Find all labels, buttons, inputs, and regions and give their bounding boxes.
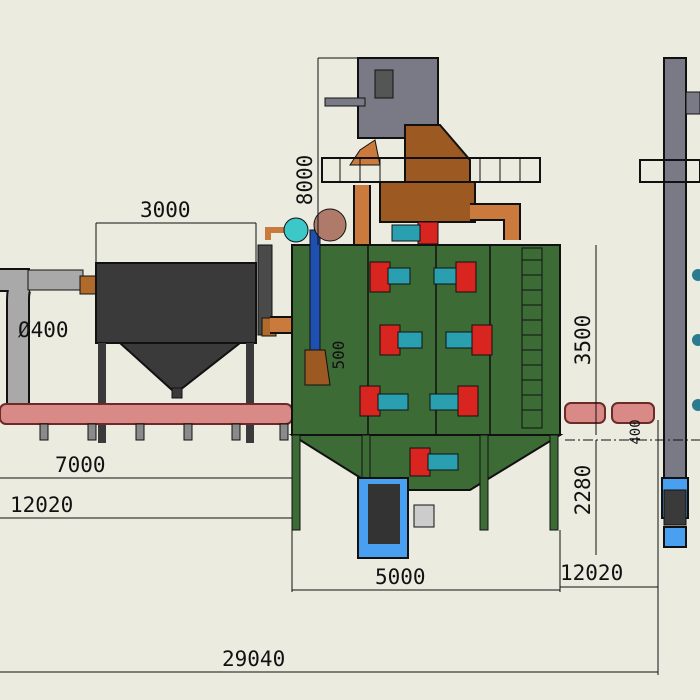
dim-overall-height: 8000 — [293, 155, 317, 206]
dim-dust-collector-width: 3000 — [140, 198, 191, 222]
dim-total-length: 29040 — [222, 647, 285, 671]
turbine — [409, 447, 459, 477]
turbine — [429, 385, 479, 417]
elevator-head — [321, 57, 541, 223]
dim-base-height: 2280 — [571, 465, 595, 516]
dim-conveyor-length: 7000 — [55, 453, 106, 477]
turbine — [379, 324, 423, 356]
turbine — [369, 261, 411, 293]
turbine — [391, 221, 439, 245]
dim-machine-width: 5000 — [375, 565, 426, 589]
right-roller-conveyor — [564, 402, 655, 424]
blast-chamber — [288, 244, 564, 559]
turbine — [359, 385, 409, 417]
dim-pipe-offset: 500 — [329, 341, 348, 370]
dust-collector — [95, 244, 277, 443]
dim-duct-diameter: Ø400 — [18, 318, 69, 342]
blue-pipe — [283, 208, 347, 386]
inlet-duct — [0, 268, 97, 410]
dim-chamber-height: 3500 — [571, 315, 595, 366]
dim-rail-height: 400 — [628, 419, 644, 444]
turbine — [433, 261, 477, 293]
dimension-lines — [0, 57, 700, 675]
bucket-elevator — [639, 57, 700, 548]
blast-turbines — [359, 221, 493, 477]
turbine — [445, 324, 493, 356]
dim-left-overall: 12020 — [10, 493, 73, 517]
dim-right-overall: 12020 — [560, 561, 623, 585]
